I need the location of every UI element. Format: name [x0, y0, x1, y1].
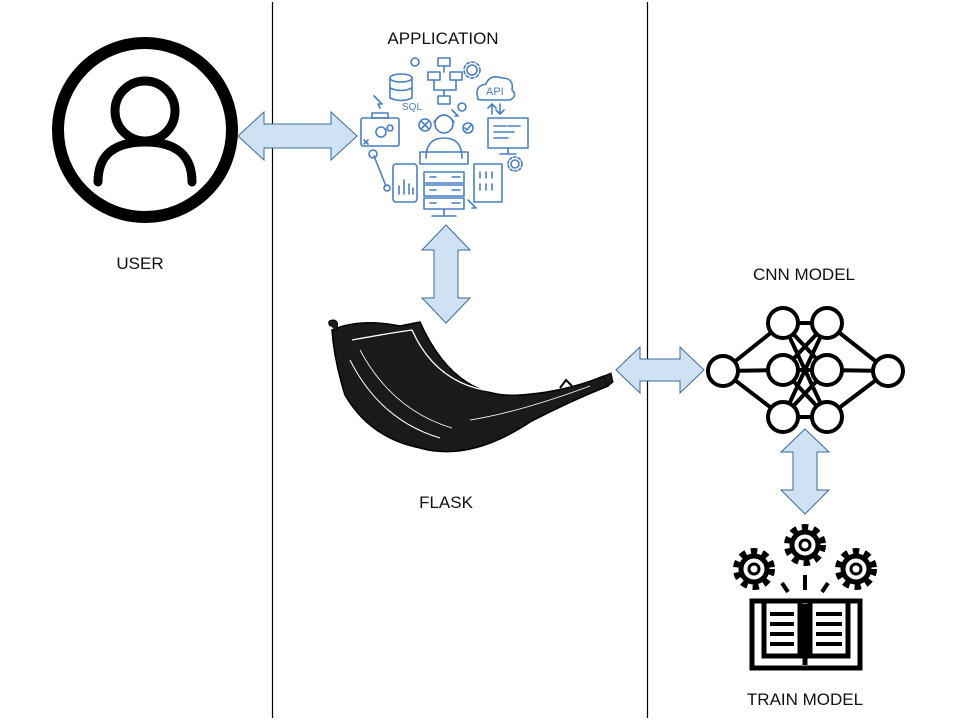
application-icon: SQL API: [360, 57, 529, 217]
developer-icon: [419, 114, 469, 165]
code-monitor-icon: [487, 117, 529, 155]
server-icon: [423, 171, 465, 217]
application-label: APPLICATION: [387, 29, 499, 48]
train-model-icon: [733, 524, 877, 671]
database-icon: [389, 73, 413, 102]
wrench-icon: [368, 149, 391, 192]
book-icon: [749, 598, 863, 671]
gear-left-icon: [733, 548, 775, 590]
neural-network-icon: [706, 306, 905, 434]
phone-chart-icon: [392, 163, 418, 203]
train-model-label: TRAIN MODEL: [746, 690, 864, 709]
arrow-user-application: [237, 110, 358, 162]
user-icon: [52, 37, 238, 223]
gear-center-icon: [784, 524, 826, 566]
arrow-application-flask: [420, 224, 472, 324]
binary-file-icon: [473, 163, 503, 203]
gear-icon: [463, 61, 481, 79]
gear-right-icon: [835, 548, 877, 590]
briefcase-gear-icon: [360, 112, 400, 147]
sql-icon-text: SQL: [402, 102, 422, 113]
arrow-cnn-train: [779, 428, 831, 515]
cnn-model-label: CNN MODEL: [752, 265, 856, 284]
api-icon-text: API: [486, 86, 504, 98]
flask-horn-icon: [328, 319, 614, 453]
small-gear-icon: [507, 156, 523, 172]
flowchart-icon: [427, 57, 463, 105]
cloud-api-icon: [476, 76, 516, 101]
flask-label: FLASK: [419, 493, 473, 512]
arrow-flask-cnn: [615, 345, 705, 395]
user-label: USER: [116, 254, 164, 273]
